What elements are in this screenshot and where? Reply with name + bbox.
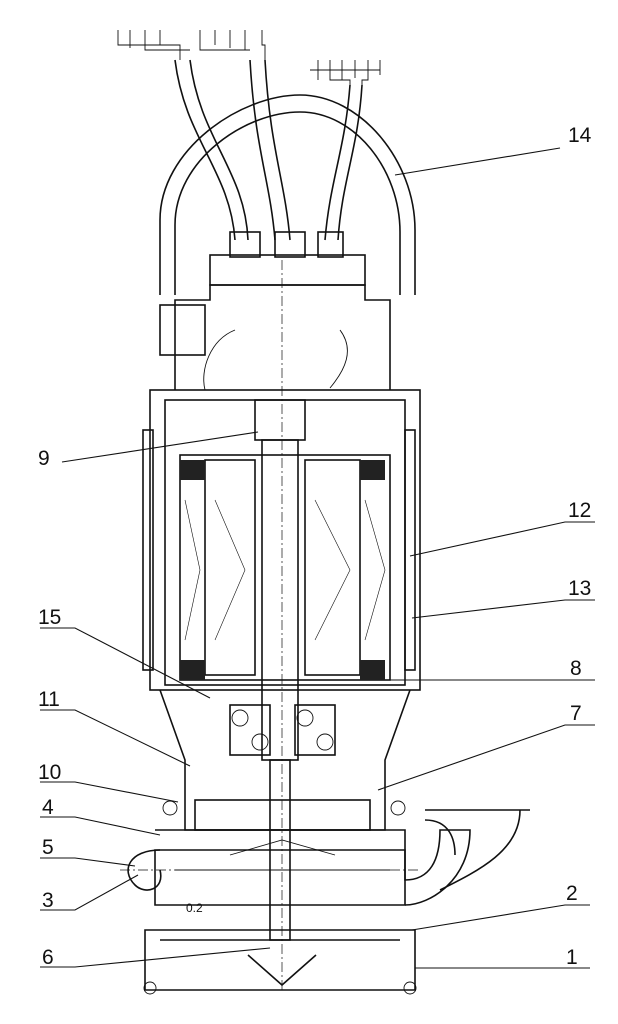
callout-7: 7 (570, 702, 582, 725)
lifting-handle (159, 94, 416, 295)
callout-14: 14 (568, 124, 592, 147)
callout-2: 2 (566, 882, 578, 905)
motor-housing (142, 389, 421, 691)
pump-volute: 0.2 (120, 809, 530, 915)
callout-8: 8 (570, 657, 582, 680)
callout-13: 13 (568, 577, 591, 600)
callout-1: 1 (566, 946, 578, 969)
callout-11: 11 (38, 688, 60, 711)
callout-9: 9 (38, 447, 50, 470)
power-cables (117, 30, 381, 241)
motor-shaft (254, 260, 306, 990)
callout-leaders (40, 147, 595, 969)
callout-labels: 14 9 12 13 15 8 11 7 10 4 5 3 2 6 1 (38, 124, 592, 969)
callout-4: 4 (42, 796, 54, 819)
dimension-clearance: 0.2 (186, 901, 203, 915)
base-stand (143, 929, 417, 995)
callout-6: 6 (42, 946, 54, 969)
callout-15: 15 (38, 606, 61, 629)
motor-top-cover (159, 231, 391, 391)
callout-5: 5 (42, 836, 54, 859)
callout-12: 12 (568, 499, 591, 522)
callout-10: 10 (38, 761, 61, 784)
callout-3: 3 (42, 889, 54, 912)
